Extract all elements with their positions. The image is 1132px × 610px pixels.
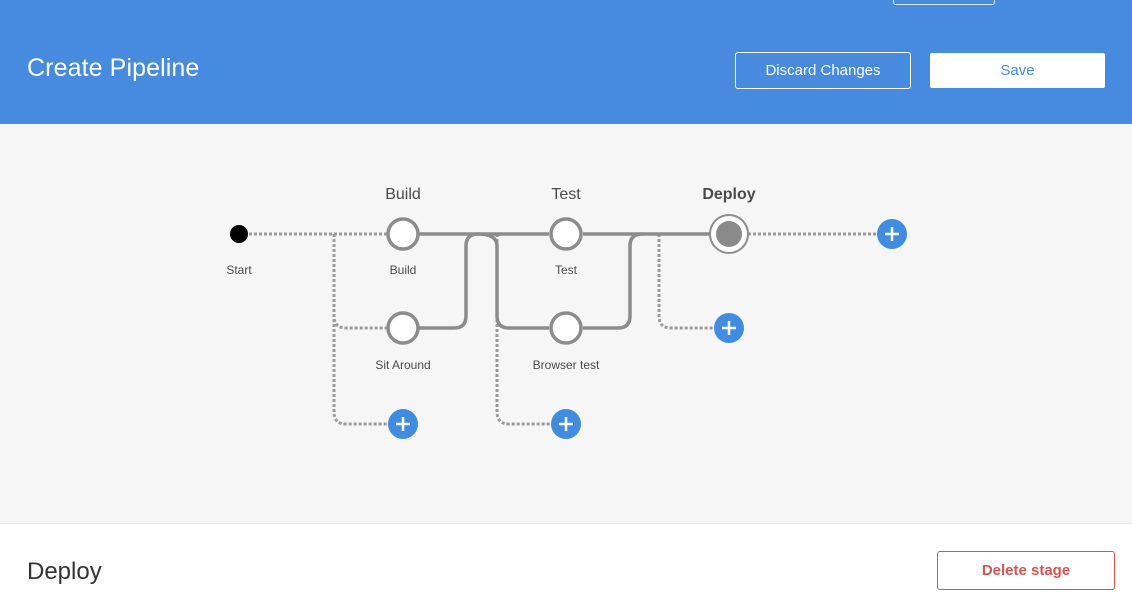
build-to-add-parallel-connector <box>495 234 552 426</box>
node-label-browser-test: Browser test <box>533 358 600 372</box>
save-button[interactable]: Save <box>930 53 1105 88</box>
stage-title-test: Test <box>551 186 581 203</box>
deploy-to-add-parallel-connector <box>657 234 716 330</box>
start-label: Start <box>226 263 252 277</box>
node-browser-test[interactable] <box>549 311 583 345</box>
node-label-test: Test <box>555 263 578 277</box>
dashed-connectors <box>249 232 878 426</box>
browser-test-merge-connector <box>583 232 643 330</box>
node-label-sit-around: Sit Around <box>375 358 430 372</box>
pipeline-canvas: Start Build Test Deploy Build Sit Around… <box>0 124 1132 524</box>
node-test[interactable] <box>549 217 583 251</box>
start-to-add-parallel-connector <box>332 234 390 426</box>
sit-around-merge-connector <box>418 232 479 330</box>
add-stage-icon[interactable] <box>877 219 907 249</box>
add-parallel-build-icon[interactable] <box>388 409 418 439</box>
node-deploy-selected[interactable] <box>709 214 749 254</box>
delete-stage-button[interactable]: Delete stage <box>937 551 1115 590</box>
node-sit-around[interactable] <box>386 311 420 345</box>
stage-title-deploy: Deploy <box>702 186 755 203</box>
test-to-browser-test-connector <box>477 232 549 330</box>
pipeline-graph: Start Build Test Deploy Build Sit Around… <box>226 186 907 439</box>
start-to-sit-around-connector <box>332 234 388 330</box>
partial-top-button[interactable] <box>893 0 995 5</box>
header-bar: Create Pipeline Discard Changes Save <box>0 0 1132 124</box>
solid-connectors <box>418 232 713 330</box>
stage-title-build: Build <box>385 186 421 203</box>
add-parallel-deploy-icon[interactable] <box>714 313 744 343</box>
discard-changes-button[interactable]: Discard Changes <box>735 52 911 89</box>
page-title: Create Pipeline <box>27 54 200 82</box>
add-parallel-test-icon[interactable] <box>551 409 581 439</box>
node-label-build: Build <box>390 263 417 277</box>
node-build[interactable] <box>386 217 420 251</box>
start-node <box>230 225 248 243</box>
stage-detail-title: Deploy <box>27 558 102 585</box>
